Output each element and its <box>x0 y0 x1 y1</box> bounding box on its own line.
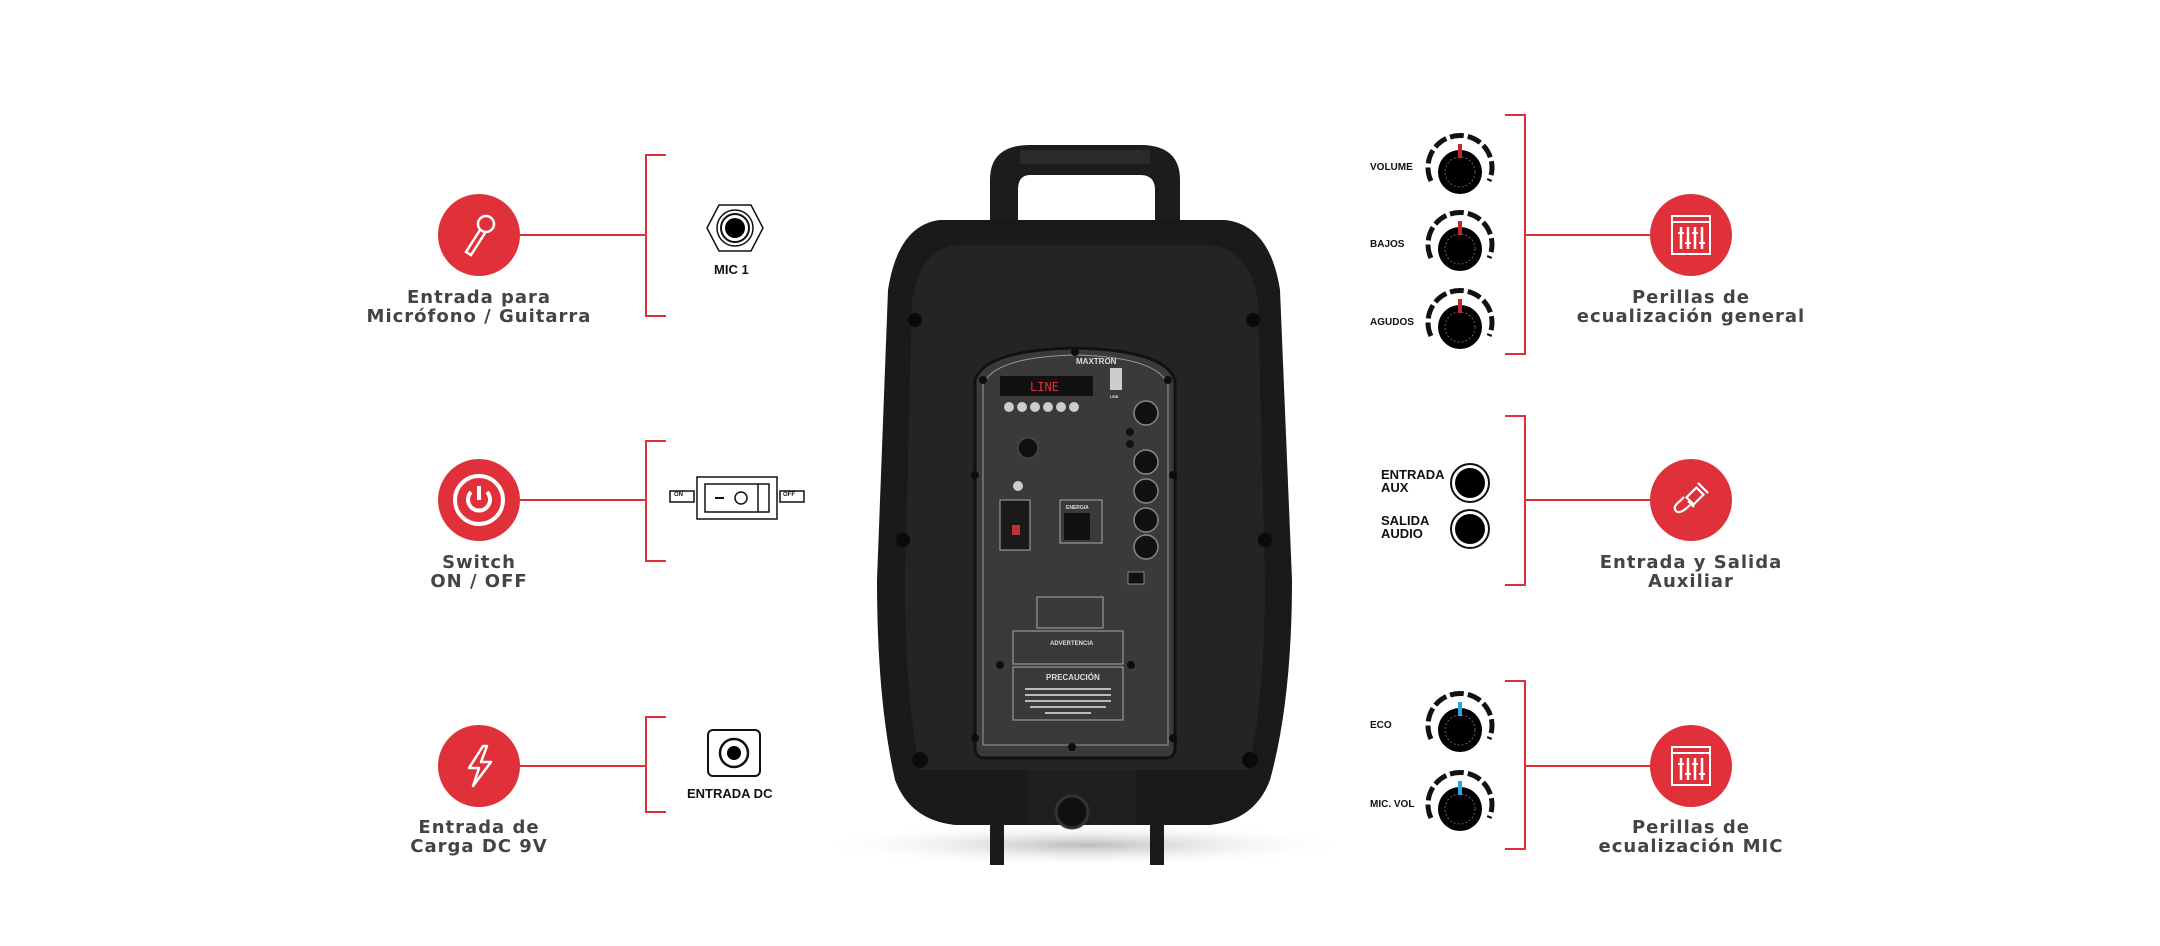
energy-label: ENERGIA <box>1066 505 1089 511</box>
lightning-icon <box>467 744 493 788</box>
equalizer-icon-badge <box>1650 725 1732 807</box>
feature-label: Entrada de <box>418 817 540 838</box>
knob-label: MIC. VOL <box>1370 799 1415 810</box>
knob-icon <box>1425 209 1495 271</box>
knob-icon <box>1425 769 1495 831</box>
feature-label: Perillas de <box>1631 817 1750 838</box>
aux-in-label: ENTRADA <box>1381 467 1445 482</box>
knob-label: ECO <box>1370 720 1392 731</box>
switch-on-label: ON <box>674 492 683 498</box>
knob-icon <box>1425 132 1495 194</box>
speaker-stand-knob <box>1054 794 1090 830</box>
feature-label-2: ecualización MIC <box>1598 836 1784 857</box>
microphone-icon <box>464 214 496 257</box>
knob-label: BAJOS <box>1370 239 1405 250</box>
audio-cable-icon-badge <box>1650 459 1732 541</box>
knob-icon <box>1425 287 1495 349</box>
feature-label-2: ecualización general <box>1576 306 1806 327</box>
audio-out-label: SALIDA <box>1381 513 1430 528</box>
equalizer-icon-badge <box>1650 194 1732 276</box>
aux-in-label-2: AUX <box>1381 480 1409 495</box>
warning-title: ADVERTENCIA <box>1050 641 1094 647</box>
dc-input-label: ENTRADA DC <box>687 786 773 801</box>
caution-title: PRECAUCIÓN <box>1046 673 1100 682</box>
display-text: LINE <box>1030 380 1059 394</box>
mic1-label: MIC 1 <box>714 262 749 277</box>
feature-label: Entrada y Salida <box>1599 552 1783 573</box>
feature-label-2: Auxiliar <box>1648 571 1734 592</box>
mic-jack-icon <box>706 204 764 252</box>
switch-off-label: OFF <box>783 492 795 498</box>
speaker-image: MAXTRON LINE USB ENERGIA ADVERTENCIA PRE… <box>815 145 1355 867</box>
lightning-icon-badge <box>438 725 520 807</box>
equalizer-icon <box>1671 215 1711 255</box>
aux-jack-icon <box>1450 463 1490 503</box>
power-icon <box>453 474 505 526</box>
audio-cable-icon <box>1673 482 1709 514</box>
feature-label-2: ON / OFF <box>430 571 528 592</box>
equalizer-icon <box>1671 746 1711 786</box>
feature-label: Switch <box>442 552 516 573</box>
feature-label-2: Micrófono / Guitarra <box>366 306 592 327</box>
audio-out-jack-icon <box>1450 509 1490 549</box>
microphone-icon-badge <box>438 194 520 276</box>
audio-out-label-2: AUDIO <box>1381 526 1423 541</box>
brand-logo: MAXTRON <box>1076 357 1117 366</box>
feature-label-2: Carga DC 9V <box>410 836 548 857</box>
led-display <box>1000 376 1093 396</box>
knob-label: VOLUME <box>1370 162 1413 173</box>
usb-label: USB <box>1110 394 1119 399</box>
rocker-switch-icon <box>669 476 805 520</box>
feature-label: Perillas de <box>1631 287 1750 308</box>
knob-label: AGUDOS <box>1370 317 1414 328</box>
knob-icon <box>1425 690 1495 752</box>
feature-label: Entrada para <box>406 287 552 308</box>
dc-jack-icon <box>707 729 761 777</box>
speaker-handle <box>990 145 1180 225</box>
power-icon-badge <box>438 459 520 541</box>
